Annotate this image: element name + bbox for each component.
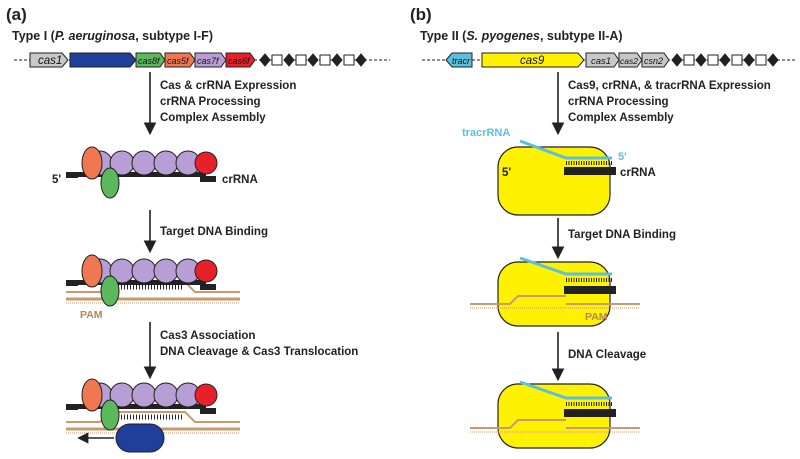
panel-a-label: (a) [6, 5, 27, 24]
gene-cas9 [481, 52, 585, 68]
cas9-complex-1 [497, 139, 616, 216]
type-ii-locus: tracr cas9 cas1 cas2 csn2 [422, 52, 796, 68]
gene-label-cas7f: cas7f [197, 56, 220, 66]
gene-tracr [445, 52, 473, 68]
step-b-2: Target DNA Binding [568, 229, 676, 241]
crrna-label-b: crRNA [620, 167, 656, 179]
cas9-complex-3 [470, 380, 640, 449]
five-prime-b-left: 5' [502, 167, 511, 179]
step-a-3-line1: Cas3 Association [160, 330, 255, 342]
panel-a-title: Type I (P. aeruginosa, subtype I-F) [12, 29, 213, 43]
gene-cas3 [69, 52, 137, 68]
gene-label-tracr: tracr [452, 56, 471, 66]
crispr-array-b [671, 53, 779, 67]
gene-label-cas8f: cas8f [138, 56, 161, 66]
crrna-label-a: crRNA [222, 174, 258, 186]
panel-b-title: Type II (S. pyogenes, subtype II-A) [420, 29, 623, 43]
gene-label-cas5f: cas5f [167, 56, 190, 66]
cas9-complex-2 [470, 256, 640, 327]
step-b-1-line1: Cas9, crRNA, & tracrRNA Expression [568, 80, 771, 92]
step-a-1-line1: Cas & crRNA Expression [160, 80, 296, 92]
gene-label-cas1-b: cas1 [591, 56, 611, 67]
step-a-3-line2: DNA Cleavage & Cas3 Translocation [160, 346, 358, 358]
type-i-complex-3 [66, 378, 240, 453]
cas3-protein [115, 423, 165, 453]
pam-label-b: PAM [585, 311, 608, 323]
step-b-1-line3: Complex Assembly [568, 112, 674, 124]
step-a-1-line3: Complex Assembly [160, 112, 266, 124]
tracrrna-label: tracrRNA [462, 127, 510, 139]
gene-cas1-a [29, 52, 69, 68]
panel-b-label: (b) [410, 5, 432, 24]
gene-cas7f [194, 52, 227, 68]
gene-csn2 [641, 52, 670, 68]
type-i-complex-1 [66, 146, 218, 199]
gene-label-cas1-a: cas1 [38, 55, 62, 67]
gene-label-cas6f: cas6f [228, 56, 251, 66]
step-b-1-line2: crRNA Processing [568, 96, 669, 108]
type-i-locus: cas1 cas8f cas5f cas7f cas6f [14, 52, 390, 68]
step-a-1-line2: crRNA Processing [160, 96, 261, 108]
five-prime-b-right: 5' [618, 151, 627, 163]
step-b-3: DNA Cleavage [568, 349, 646, 361]
gene-label-csn2: csn2 [644, 56, 663, 66]
gene-cas6f [225, 52, 256, 68]
step-a-2: Target DNA Binding [160, 226, 268, 238]
gene-cas5f [164, 52, 196, 68]
gene-label-cas2: cas2 [620, 56, 638, 66]
gene-label-cas9: cas9 [520, 55, 545, 67]
type-i-complex-2 [66, 254, 240, 307]
gene-cas1-b [585, 52, 620, 68]
gene-cas2 [618, 52, 643, 68]
five-prime-a: 5' [52, 174, 61, 186]
pam-label-a: PAM [80, 309, 103, 321]
gene-cas8f [135, 52, 166, 68]
crispr-array-a [259, 53, 367, 67]
